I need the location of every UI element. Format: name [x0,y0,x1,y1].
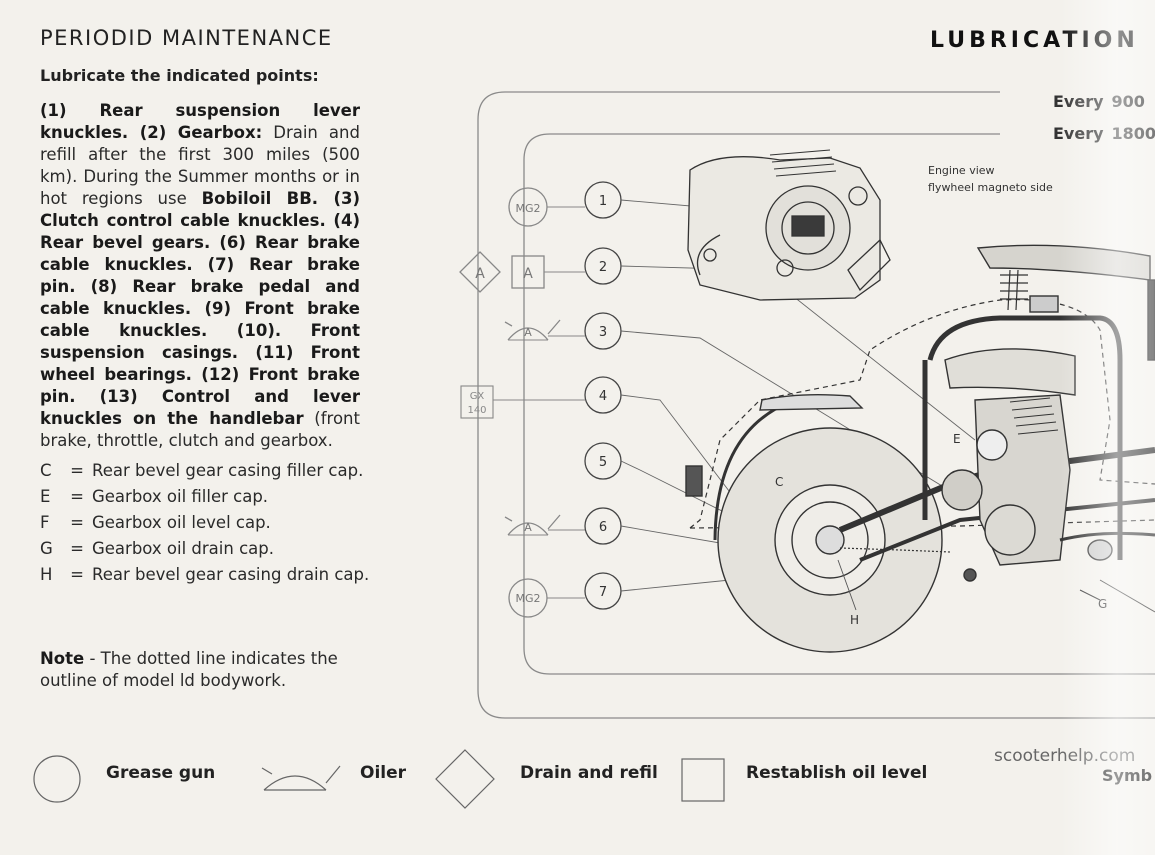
drain-refill-label: Drain and refil [520,763,658,783]
legend-desc: Gearbox oil drain cap. [92,539,274,558]
callout-5-label: 5 [599,455,607,470]
legend-item: G = Gearbox oil drain cap. [40,538,370,560]
oiler-icon-2 [504,514,561,536]
legend-item: H = Rear bevel gear casing drain cap. [40,564,370,586]
bodywork-note: Note - The dotted line indicates the out… [40,648,370,692]
parts-legend: C=Rear bevel gear casing filler cap. E=G… [40,460,370,590]
symbol-legend [33,749,725,809]
oiler-icon [261,765,341,791]
part-C-label: C [775,475,783,489]
legend-key: G [40,539,53,558]
para-seg-1: (1) Rear suspension lever knuckles. (2) … [40,101,360,142]
legend-key: E [40,487,51,506]
gx-num: 140 [467,405,486,416]
gx140-box [460,385,494,419]
inner-frame [523,133,1155,675]
oil-level-icon [681,758,725,802]
oiler-label-2: A [524,521,532,534]
engine-caption-line: flywheel magneto side [928,181,1053,194]
legend-item: E = Gearbox oil filler cap. [40,486,370,508]
outer-frame [477,91,1155,719]
oil-level-label: A [523,266,533,282]
callout-points [584,181,622,610]
legend-key: H [40,565,53,584]
gx-label: GX [470,391,485,402]
legend-eq: = [70,513,84,532]
legend-desc: Gearbox oil level cap. [92,513,271,532]
scooter-illustration [685,244,1155,653]
callout-4-label: 4 [599,389,607,404]
part-E-label: E [953,432,961,446]
symbol-column: MG2 A A A GX 140 A MG2 [459,187,585,618]
note-text: - The dotted line indicates the outline … [40,649,338,690]
oiler-icon-1 [504,319,561,341]
watermark: scooterhelp.com [994,746,1136,766]
legend-desc: Rear bevel gear casing filler cap. [92,461,364,480]
legend-desc: Gearbox oil filler cap. [92,487,269,506]
callout-1-label: 1 [599,194,607,209]
oiler-label-1: A [524,326,532,339]
engine-caption-line: Engine view [928,164,995,177]
legend-eq: = [70,487,84,506]
part-G-label: G [1098,597,1107,611]
para-seg-4: (front brake, throttle, clutch and gearb… [40,409,360,450]
callout-3-label: 3 [599,325,607,340]
grease-gun-label: Grease gun [106,763,216,783]
legend-eq: = [70,565,84,584]
mg2-label-2: MG2 [515,592,540,605]
engine-inset [687,149,891,301]
part-H-label: H [850,613,859,627]
legend-item: C = Rear bevel gear casing filler cap. [40,460,370,482]
instruction: Lubricate the indicated points: [40,66,319,85]
para-seg-2: Drain and refill after the first 300 mil… [40,123,360,208]
bevel-gear-casing [941,469,983,511]
drain-label: A [475,266,485,282]
legend-item: F = Gearbox oil level cap. [40,512,370,534]
callout-2-label: 2 [599,260,607,275]
legend-eq: = [70,461,84,480]
page-title: PERIODID MAINTENANCE [40,26,333,50]
legend-desc: Rear bevel gear casing drain cap. [92,565,370,584]
symbols-heading-cut: Symb [1102,766,1153,785]
oiler-label: Oiler [360,763,407,783]
note-label: Note [40,649,85,668]
drain-diamond-icon [459,251,501,293]
para-seg-3: Bobiloil BB. (3) Clutch control cable kn… [40,189,361,428]
oil-level-label: Restablish oil level [746,763,928,783]
grease-gun-icon [33,755,81,803]
legend-eq: = [70,539,84,558]
callout-7-label: 7 [599,585,607,600]
legend-key: C [40,461,52,480]
mg2-label: MG2 [515,202,540,215]
drain-refill-icon [435,749,495,809]
engine-caption: Engine view flywheel magneto side [928,162,1053,196]
legend-key: F [40,513,50,532]
maintenance-paragraph: (1) Rear suspension lever knuckles. (2) … [40,100,360,452]
callout-6-label: 6 [599,520,607,535]
